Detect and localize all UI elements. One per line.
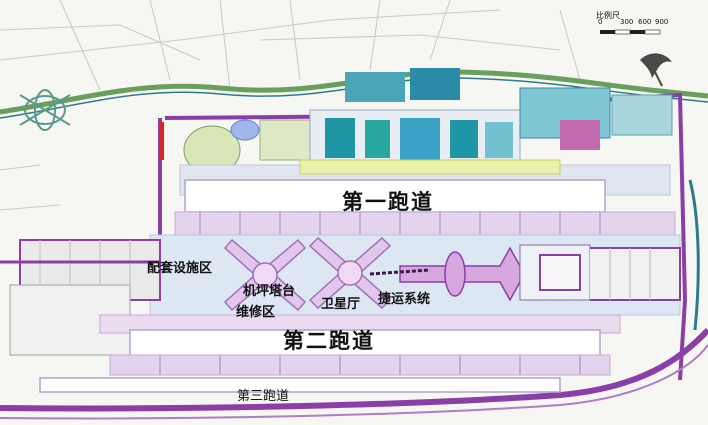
scale-tick-300: 300 <box>620 18 634 26</box>
scale-tick-900: 900 <box>655 18 669 26</box>
satellite-hall <box>308 236 392 310</box>
runway-3-label: 第三跑道 <box>237 389 290 404</box>
apm-line <box>369 268 431 276</box>
runway-2-label: 第二跑道 <box>283 329 375 353</box>
highway-interchange <box>19 89 71 131</box>
support-area-label: 配套设施区 <box>147 261 213 276</box>
maintenance-label: 维修区 <box>236 305 276 320</box>
scale-tick-0: 0 <box>598 18 603 26</box>
bird-logo-icon <box>640 53 672 87</box>
scale-bar <box>600 29 661 35</box>
scale-bar-label: 比例尺 <box>596 11 620 20</box>
tower-label: 机坪塔台 <box>243 284 296 299</box>
runway-1-label: 第一跑道 <box>342 190 434 214</box>
satellite-label: 卫星厅 <box>321 297 361 312</box>
south-road <box>0 327 708 412</box>
terminal-x-west <box>223 238 307 312</box>
runway-2 <box>129 329 601 359</box>
runway-3 <box>39 377 561 393</box>
scale-tick-600: 600 <box>638 18 652 26</box>
apm-label: 捷运系统 <box>378 292 431 307</box>
